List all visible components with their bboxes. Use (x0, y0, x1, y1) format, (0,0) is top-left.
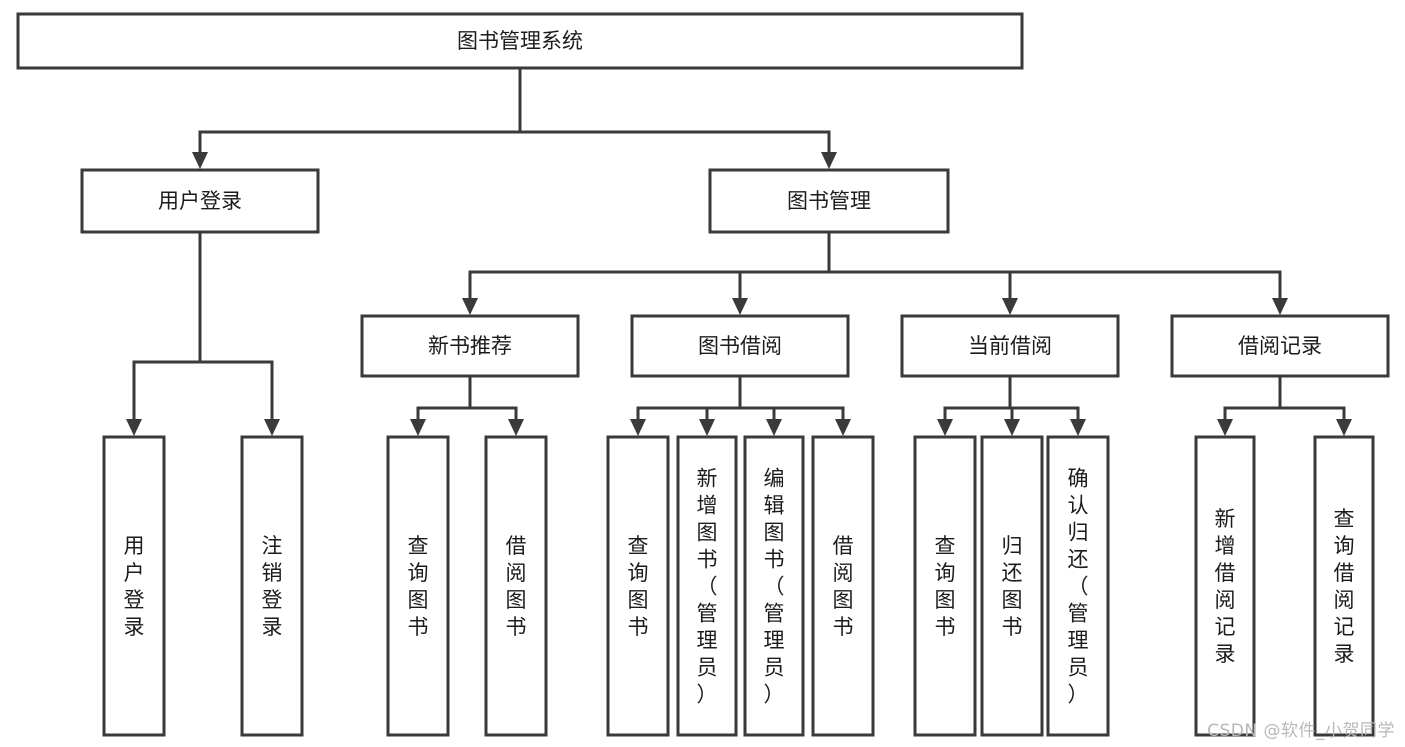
arrow-icon-borrow-bus-3 (835, 419, 851, 436)
node-box-l2-user[interactable] (80, 168, 320, 234)
edges-layer (126, 66, 1352, 436)
watermark-text: CSDN @软件_小贺同学 (1207, 721, 1395, 741)
arrow-icon-borrow-bus-1 (699, 419, 715, 436)
connector-group-borrow-bus (630, 374, 851, 436)
nodes-layer: 图书管理系统用户登录图书管理新书推荐图书借阅当前借阅借阅记录用户登录注销登录查询… (16, 12, 1390, 737)
node-leaf-cb-confirm[interactable]: 确认归还（管理员） (1046, 435, 1110, 737)
node-l3-current[interactable]: 当前借阅 (900, 314, 1120, 378)
node-l2-user[interactable]: 用户登录 (80, 168, 320, 234)
arrow-icon-current-bus-0 (937, 419, 953, 436)
node-label-l2-user: 用户登录 (158, 189, 242, 213)
node-root[interactable]: 图书管理系统 (16, 12, 1024, 70)
node-box-leaf-bb-query[interactable] (606, 435, 670, 737)
node-box-leaf-rc-query[interactable] (1313, 435, 1375, 737)
node-box-leaf-bb-add[interactable] (676, 435, 738, 737)
node-l3-record[interactable]: 借阅记录 (1170, 314, 1390, 378)
node-box-leaf-nb-borrow[interactable] (484, 435, 548, 737)
node-label-l3-current: 当前借阅 (968, 334, 1052, 358)
arrow-icon-record-bus-0 (1217, 419, 1233, 436)
connector-group-root-bus (192, 66, 837, 169)
arrow-icon-newbook-bus-0 (410, 419, 426, 436)
arrow-icon-root-bus-0 (192, 152, 208, 169)
node-label-l2-book: 图书管理 (787, 189, 871, 213)
node-label-leaf-rc-query: 查询借阅记录 (1334, 507, 1355, 666)
connector-group-newbook-bus (410, 374, 524, 436)
arrow-icon-book-bus-0 (462, 298, 478, 315)
node-leaf-user-login[interactable]: 用户登录 (102, 435, 166, 737)
node-label-leaf-cb-return: 归还图书 (1002, 534, 1023, 639)
node-label-leaf-nb-query: 查询图书 (408, 534, 429, 639)
node-box-leaf-cb-return[interactable] (980, 435, 1044, 737)
node-label-leaf-cb-confirm: 确认归还（管理员） (1068, 467, 1089, 707)
node-box-leaf-cb-confirm[interactable] (1046, 435, 1110, 737)
node-label-leaf-cb-query: 查询图书 (935, 534, 956, 639)
node-l2-book[interactable]: 图书管理 (708, 168, 950, 234)
arrow-icon-book-bus-3 (1272, 298, 1288, 315)
node-box-leaf-nb-query[interactable] (386, 435, 450, 737)
connector-group-user-bus (126, 230, 280, 436)
node-label-leaf-rc-add: 新增借阅记录 (1215, 507, 1236, 666)
node-label-root: 图书管理系统 (457, 29, 583, 53)
connector-group-book-bus (462, 230, 1288, 315)
node-leaf-bb-add[interactable]: 新增图书（管理员） (676, 435, 738, 737)
arrow-icon-borrow-bus-0 (630, 419, 646, 436)
node-box-l3-borrow[interactable] (630, 314, 850, 378)
connector-group-current-bus (937, 374, 1086, 436)
node-leaf-bb-edit[interactable]: 编辑图书（管理员） (743, 435, 805, 737)
node-label-l3-borrow: 图书借阅 (698, 334, 782, 358)
arrow-icon-current-bus-2 (1070, 419, 1086, 436)
arrow-icon-user-bus-1 (264, 419, 280, 436)
node-leaf-rc-query[interactable]: 查询借阅记录 (1313, 435, 1375, 737)
arrow-icon-record-bus-1 (1336, 419, 1352, 436)
node-leaf-nb-borrow[interactable]: 借阅图书 (484, 435, 548, 737)
node-leaf-bb-borrow[interactable]: 借阅图书 (811, 435, 875, 737)
node-l3-newbook[interactable]: 新书推荐 (360, 314, 580, 378)
arrow-icon-book-bus-2 (1002, 298, 1018, 315)
node-leaf-bb-query[interactable]: 查询图书 (606, 435, 670, 737)
node-box-leaf-bb-borrow[interactable] (811, 435, 875, 737)
node-leaf-nb-query[interactable]: 查询图书 (386, 435, 450, 737)
node-label-l3-newbook: 新书推荐 (428, 334, 512, 358)
node-box-leaf-bb-edit[interactable] (743, 435, 805, 737)
arrow-icon-current-bus-1 (1004, 419, 1020, 436)
node-label-leaf-bb-borrow: 借阅图书 (833, 534, 854, 639)
connector-group-record-bus (1217, 374, 1352, 436)
node-leaf-user-logout[interactable]: 注销登录 (240, 435, 304, 737)
node-box-l2-book[interactable] (708, 168, 950, 234)
node-leaf-cb-query[interactable]: 查询图书 (913, 435, 977, 737)
arrow-icon-root-bus-1 (821, 152, 837, 169)
node-label-leaf-bb-query: 查询图书 (628, 534, 649, 639)
node-label-leaf-user-logout: 注销登录 (262, 534, 283, 639)
node-box-leaf-rc-add[interactable] (1194, 435, 1256, 737)
arrow-icon-newbook-bus-1 (508, 419, 524, 436)
node-box-leaf-user-logout[interactable] (240, 435, 304, 737)
arrow-icon-book-bus-1 (732, 298, 748, 315)
node-box-l3-record[interactable] (1170, 314, 1390, 378)
node-box-l3-newbook[interactable] (360, 314, 580, 378)
node-label-leaf-bb-add: 新增图书（管理员） (697, 467, 718, 707)
node-label-leaf-bb-edit: 编辑图书（管理员） (764, 467, 785, 707)
node-label-leaf-user-login: 用户登录 (124, 534, 145, 639)
node-leaf-rc-add[interactable]: 新增借阅记录 (1194, 435, 1256, 737)
node-label-l3-record: 借阅记录 (1238, 334, 1322, 358)
node-box-root[interactable] (16, 12, 1024, 70)
node-box-l3-current[interactable] (900, 314, 1120, 378)
arrow-icon-user-bus-0 (126, 419, 142, 436)
node-label-leaf-nb-borrow: 借阅图书 (506, 534, 527, 639)
node-box-leaf-user-login[interactable] (102, 435, 166, 737)
node-box-leaf-cb-query[interactable] (913, 435, 977, 737)
node-l3-borrow[interactable]: 图书借阅 (630, 314, 850, 378)
arrow-icon-borrow-bus-2 (766, 419, 782, 436)
node-leaf-cb-return[interactable]: 归还图书 (980, 435, 1044, 737)
